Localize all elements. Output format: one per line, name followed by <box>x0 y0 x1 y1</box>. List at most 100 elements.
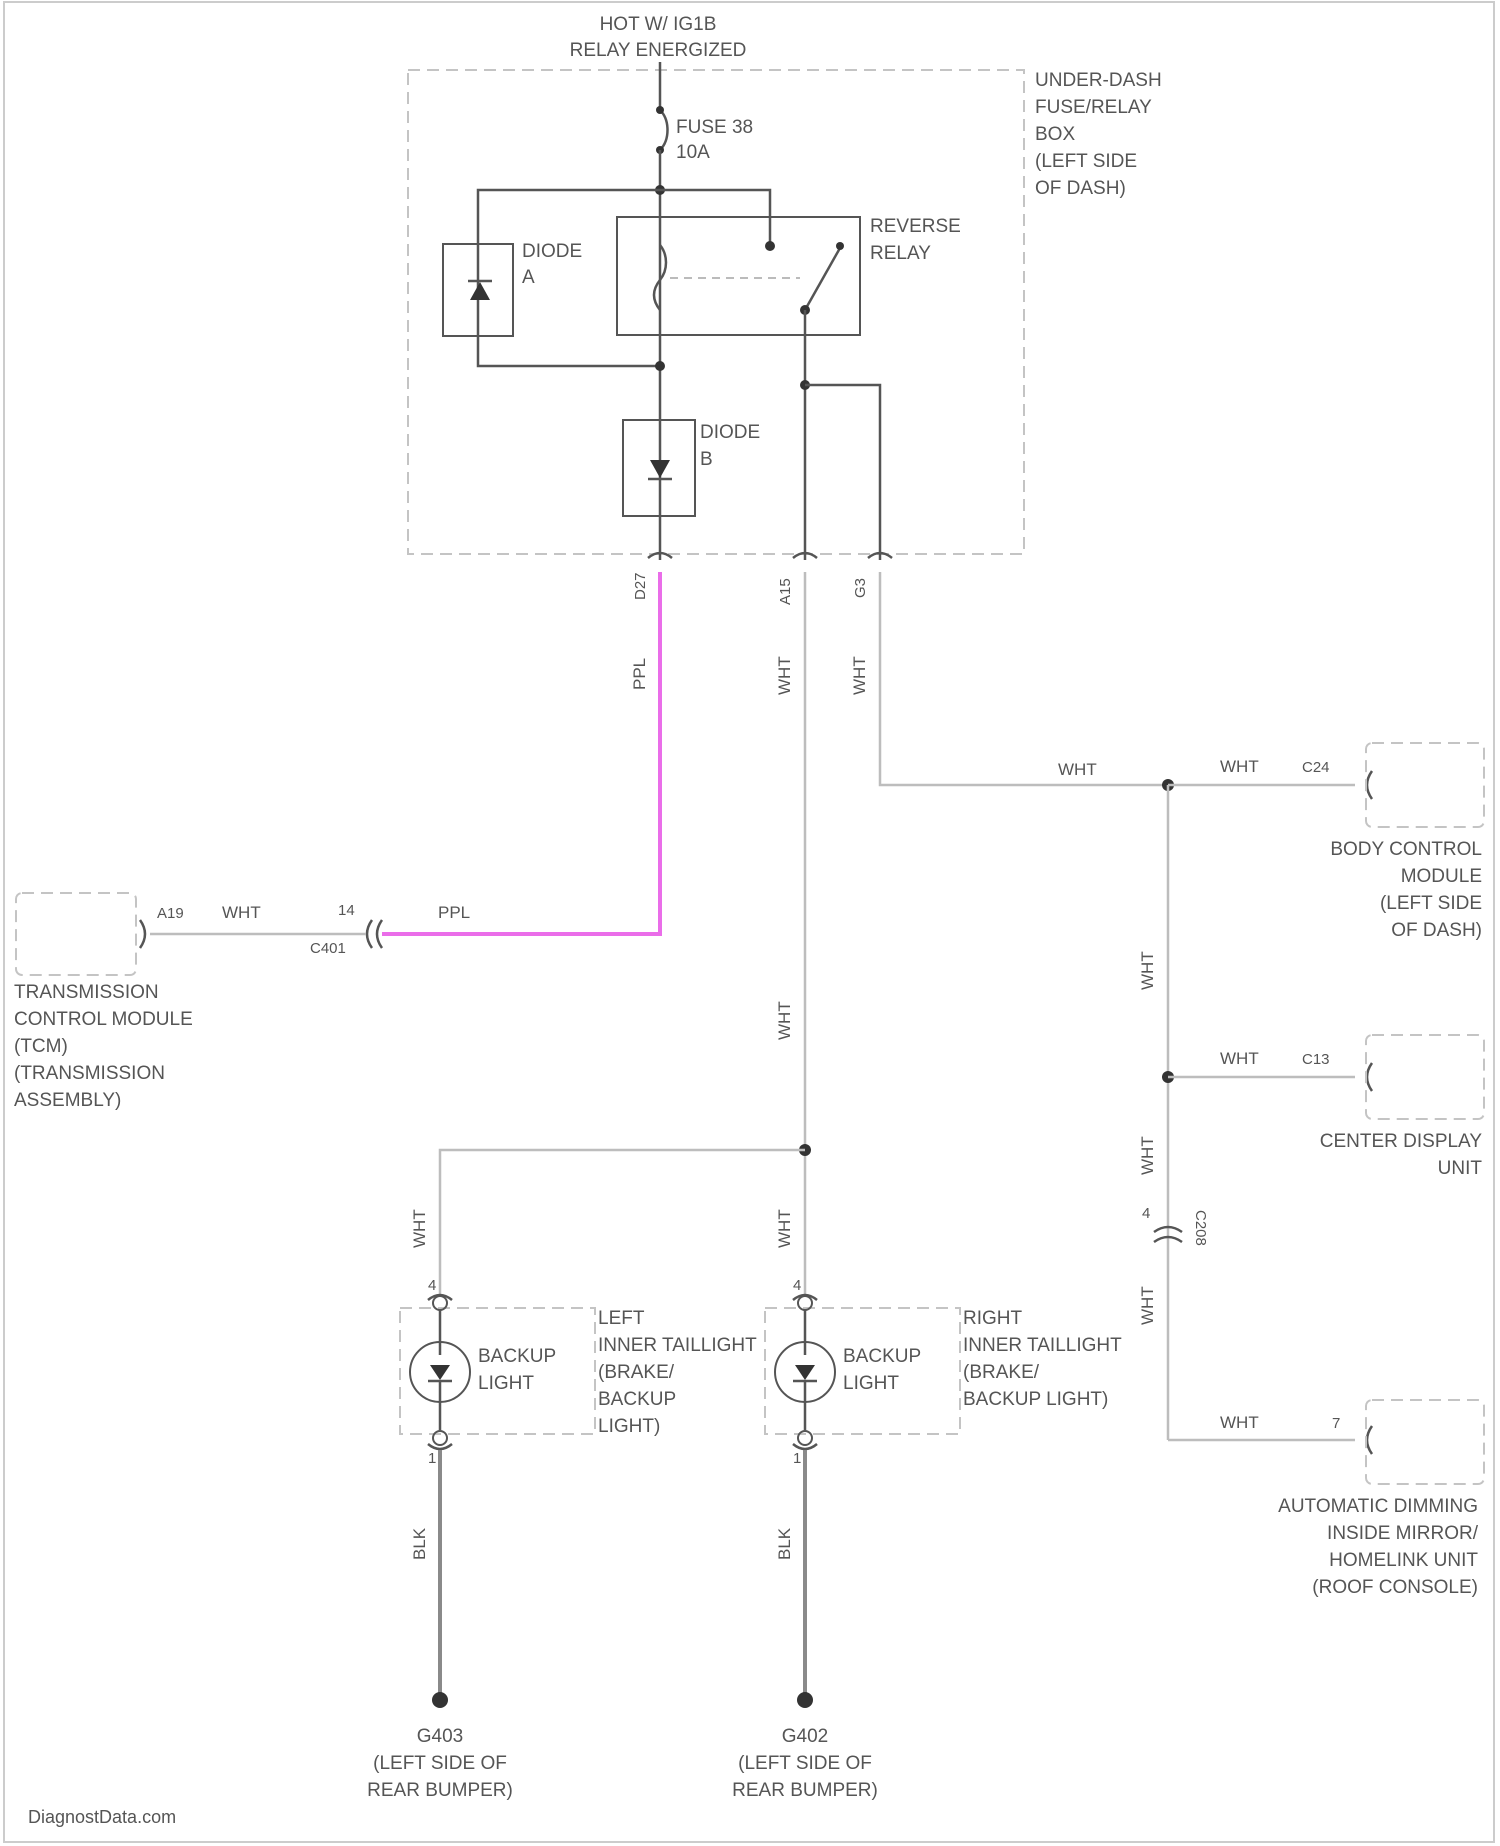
left-bulb-name-2: LIGHT <box>478 1373 534 1394</box>
wire-label-bus-1: WHT <box>1138 951 1157 990</box>
mirror-label-4: (ROOF CONSOLE) <box>1312 1577 1478 1598</box>
tcm-label-1: TRANSMISSION <box>14 982 159 1003</box>
fuse-relay-box: UNDER-DASH FUSE/RELAY BOX (LEFT SIDE OF … <box>408 62 1162 560</box>
power-source-label: HOT W/ IG1B RELAY ENERGIZED <box>570 14 747 61</box>
left-backup-light: 4 1 BACKUP LIGHT LEFT INNER TAILLIGHT (B… <box>400 1277 757 1467</box>
cdu-label-1: CENTER DISPLAY <box>1320 1131 1483 1152</box>
c401-pin: 14 <box>338 902 355 919</box>
fuse-box-label-1: UNDER-DASH <box>1035 70 1162 91</box>
fuse-box-label-4: (LEFT SIDE <box>1035 151 1137 172</box>
bcm-label-4: OF DASH) <box>1391 920 1482 941</box>
page-border <box>4 2 1494 1842</box>
wire-label-bus-2: WHT <box>1138 1136 1157 1175</box>
tcm-label-5: ASSEMBLY) <box>14 1090 121 1111</box>
wire-label-g3: WHT <box>850 656 869 695</box>
left-pin-bottom: 1 <box>428 1450 436 1467</box>
wire-label-blk-right: BLK <box>775 1527 794 1560</box>
wht-g3-wire <box>880 572 1168 785</box>
bcm-pin: C24 <box>1302 759 1330 776</box>
bcm-label-1: BODY CONTROL <box>1330 839 1482 860</box>
pin-a15: A15 <box>777 578 794 605</box>
ground-g403: G403 (LEFT SIDE OF REAR BUMPER) <box>367 1692 513 1801</box>
wire-label-horiz: WHT <box>1058 760 1097 779</box>
wire-label-blk-left: BLK <box>410 1527 429 1560</box>
relay-label-2: RELAY <box>870 243 931 264</box>
wire-label-ppl-vert: PPL <box>630 658 649 690</box>
wire-label-main: WHT <box>775 1001 794 1040</box>
wire-label-right-drop: WHT <box>775 1209 794 1248</box>
right-backup-light: 4 1 BACKUP LIGHT RIGHT INNER TAILLIGHT (… <box>765 1277 1122 1467</box>
tcm-pin: A19 <box>157 905 184 922</box>
mirror-pin: 7 <box>1332 1415 1340 1432</box>
diode-b-icon <box>650 460 670 478</box>
c208-pin: 4 <box>1142 1205 1150 1222</box>
diode-a-label: DIODE <box>522 241 582 262</box>
relay-switch <box>805 248 840 310</box>
g403-name: G403 <box>417 1726 463 1747</box>
ground-icon <box>432 1692 448 1708</box>
fuse-label: FUSE 38 <box>676 117 753 138</box>
mirror-label-2: INSIDE MIRROR/ <box>1327 1523 1479 1544</box>
right-light-label-1: RIGHT <box>963 1308 1023 1329</box>
diode-a-letter: A <box>522 267 535 288</box>
hot-line-1: HOT W/ IG1B <box>600 14 717 35</box>
g403-loc-2: REAR BUMPER) <box>367 1780 513 1801</box>
left-light-label-2: INNER TAILLIGHT <box>598 1335 757 1356</box>
c208-name: C208 <box>1192 1210 1209 1246</box>
fuse-box-label-5: OF DASH) <box>1035 178 1126 199</box>
wire-label-bus-3: WHT <box>1138 1286 1157 1325</box>
inside-mirror-homelink-unit: AUTOMATIC DIMMING INSIDE MIRROR/ HOMELIN… <box>1278 1400 1484 1598</box>
pin-g3: G3 <box>852 578 869 598</box>
left-light-label-4: BACKUP <box>598 1389 676 1410</box>
wire-label-left-drop: WHT <box>410 1209 429 1248</box>
watermark: DiagnostData.com <box>28 1807 176 1827</box>
bcm-label-3: (LEFT SIDE <box>1380 893 1482 914</box>
tcm-label-4: (TRANSMISSION <box>14 1063 165 1084</box>
fuse-box-label-2: FUSE/RELAY <box>1035 97 1152 118</box>
right-pin-top: 4 <box>793 1277 801 1294</box>
g403-loc-1: (LEFT SIDE OF <box>373 1753 507 1774</box>
wire-label-ppl-horiz: PPL <box>438 903 470 922</box>
mirror-label-1: AUTOMATIC DIMMING <box>1278 1496 1478 1517</box>
right-light-label-2: INNER TAILLIGHT <box>963 1335 1122 1356</box>
right-pin-bottom: 1 <box>793 1450 801 1467</box>
connector-c401: 14 C401 <box>310 902 382 957</box>
hot-line-2: RELAY ENERGIZED <box>570 40 747 61</box>
left-pin-top: 4 <box>428 1277 436 1294</box>
wire-label-mirror: WHT <box>1220 1413 1259 1432</box>
g402-name: G402 <box>782 1726 828 1747</box>
bcm-label-2: MODULE <box>1401 866 1482 887</box>
relay-label-1: REVERSE <box>870 216 961 237</box>
fuse-box-label-3: BOX <box>1035 124 1075 145</box>
ground-icon <box>797 1692 813 1708</box>
center-display-unit: CENTER DISPLAY UNIT <box>1320 1035 1484 1179</box>
mirror-label-3: HOMELINK UNIT <box>1329 1550 1478 1571</box>
wire-label-tcm: WHT <box>222 903 261 922</box>
tcm-label-2: CONTROL MODULE <box>14 1009 193 1030</box>
pin-d27: D27 <box>632 572 649 600</box>
ground-g402: G402 (LEFT SIDE OF REAR BUMPER) <box>732 1692 878 1801</box>
fuse-box-outline <box>408 70 1024 554</box>
fuse-symbol <box>660 110 668 150</box>
left-light-label-1: LEFT <box>598 1308 645 1329</box>
tcm-module: TRANSMISSION CONTROL MODULE (TCM) (TRANS… <box>14 893 193 1111</box>
left-bulb-name-1: BACKUP <box>478 1346 556 1367</box>
tcm-label-3: (TCM) <box>14 1036 68 1057</box>
wire-label-cdu: WHT <box>1220 1049 1259 1068</box>
g402-loc-1: (LEFT SIDE OF <box>738 1753 872 1774</box>
c401-name: C401 <box>310 940 346 957</box>
diode-a-icon <box>470 282 490 300</box>
wire-label-a15: WHT <box>775 656 794 695</box>
right-bulb-name-2: LIGHT <box>843 1373 899 1394</box>
body-control-module: BODY CONTROL MODULE (LEFT SIDE OF DASH) <box>1330 743 1484 941</box>
connector-c208: 4 C208 <box>1142 1205 1209 1246</box>
cdu-pin: C13 <box>1302 1051 1330 1068</box>
right-bulb-name-1: BACKUP <box>843 1346 921 1367</box>
left-light-label-3: (BRAKE/ <box>598 1362 675 1383</box>
ppl-wire <box>382 572 660 934</box>
right-light-label-3: (BRAKE/ <box>963 1362 1040 1383</box>
cdu-label-2: UNIT <box>1438 1158 1483 1179</box>
wire-label-bcm: WHT <box>1220 757 1259 776</box>
left-light-label-5: LIGHT) <box>598 1416 660 1437</box>
